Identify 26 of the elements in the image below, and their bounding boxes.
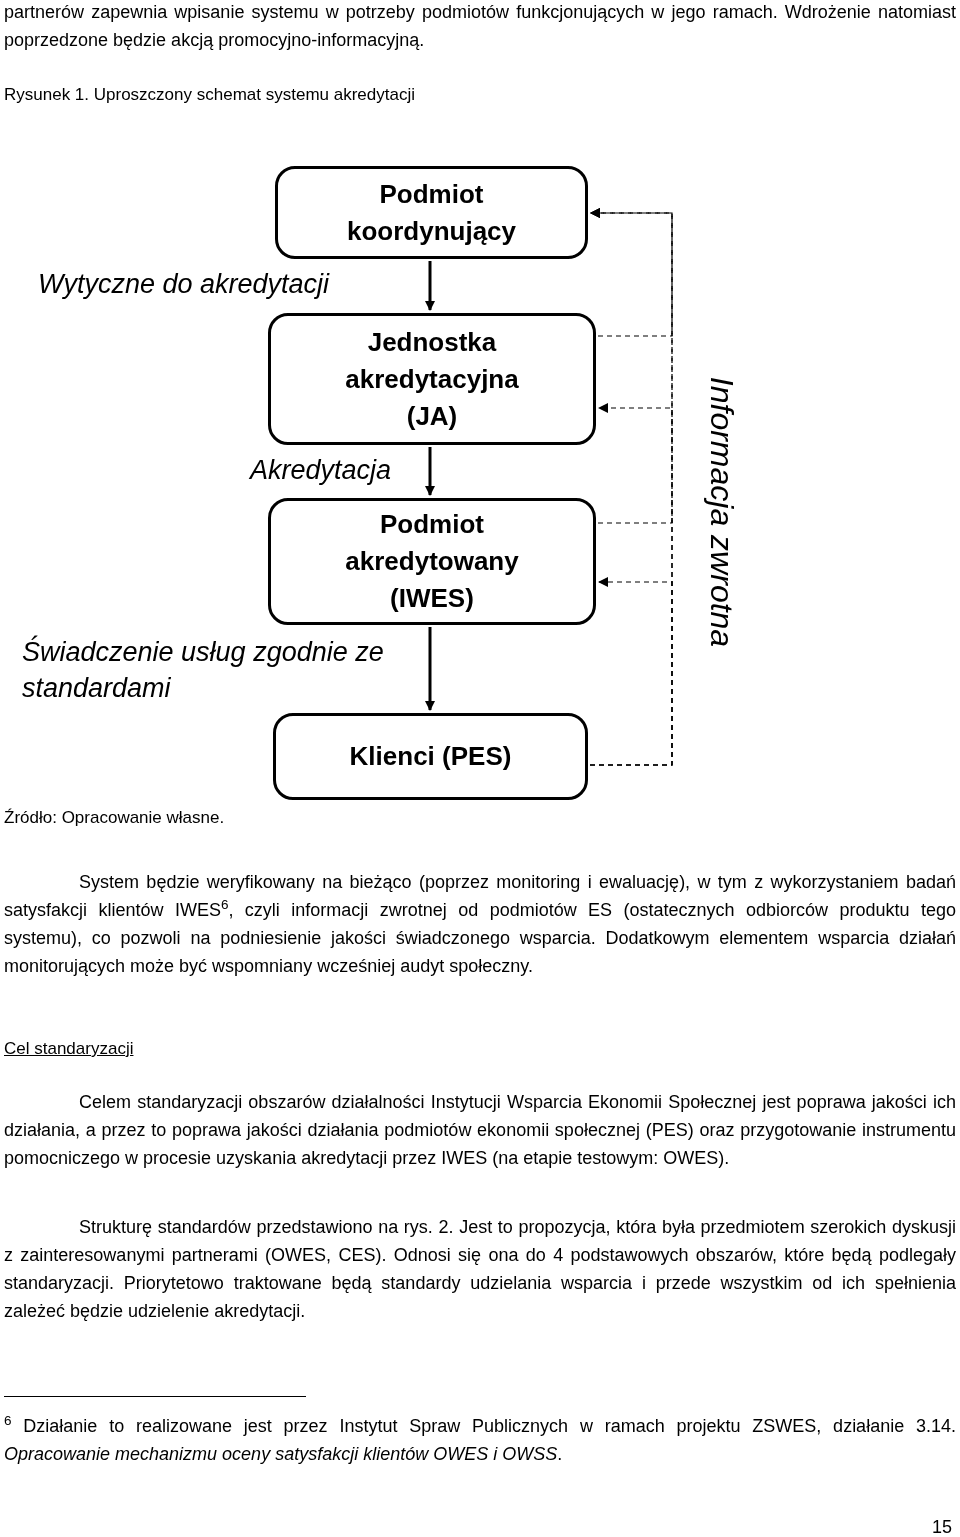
process-box bbox=[268, 498, 596, 625]
dashed-arrow bbox=[590, 208, 673, 524]
body-paragraph: Celem standaryzacji obszarów działalności Instytucji Wsparcia Ekonomii Społecznej jest poprawa jakości ich działania, a przez to poprawa jakości działania podmiotów ekonomii społecznej (PES) oraz przygotowanie instrumentu pomocniczego w procesie uzyskania akredytacji przez IWES (na etapie testowym: OWES). bbox=[4, 1091, 956, 1170]
box-label: Jednostka akredytacyjna (JA) bbox=[344, 325, 520, 433]
body-paragraph: partnerów zapewnia wpisanie systemu w potrzeby podmiotów funkcjonujących w jego ramach. Wdrożenie natomiast poprzedzone będzie akcją promocyjno-informacyjną. bbox=[4, 1, 956, 52]
process-box bbox=[273, 713, 588, 800]
section-heading: Cel standaryzacji bbox=[4, 1038, 134, 1060]
process-box bbox=[268, 313, 596, 445]
edge-label: Świadczenie usług zgodnie ze standardami bbox=[22, 634, 385, 705]
arrow bbox=[425, 627, 435, 711]
edge-label: Akredytacja bbox=[250, 454, 393, 487]
arrow bbox=[425, 447, 435, 496]
figure-source: Źródło: Opracowanie własne. bbox=[4, 807, 225, 829]
body-paragraph: System będzie weryfikowany na bieżąco (poprzez monitoring i ewaluację), w tym z wykorzystaniem badań satysfakcji klientów IWES$^{6}$, czyli informacji zwrotnej od podmiotów ES (ostatecznych odbiorców produktu tego systemu), co pozwoli na podniesienie jakości świadczonego wsparcia. Dodatkowym elementem wsparcia działań monitorujących może być wspomniany wcześniej audyt społeczny. bbox=[4, 871, 956, 978]
arrow bbox=[425, 261, 435, 311]
dashed-arrow bbox=[589, 577, 673, 766]
page-number: 15 bbox=[932, 1516, 953, 1537]
footnote: $^{6}$ Działanie to realizowane jest przez Instytut Spraw Publicznych w ramach projektu ZSWES, działanie 3.14. Opracowanie mechanizmu oceny satysfakcji klientów OWES i OWSS. bbox=[4, 1412, 956, 1466]
side-label: Informacja zwrotna bbox=[703, 375, 741, 650]
box-label: Podmiot akredytowany (IWES) bbox=[344, 508, 520, 615]
box-label: Klienci (PES) bbox=[349, 740, 512, 773]
box-label: Podmiot koordynujący bbox=[345, 177, 518, 248]
figure-title: Rysunek 1. Uproszczony schemat systemu akredytacji bbox=[4, 84, 415, 106]
body-paragraph: Strukturę standardów przedstawiono na rys. 2. Jest to propozycja, która była przedmiotem szerokich dyskusji z zainteresowanymi partnerami (OWES, CES). Odnosi się ona do 4 podstawowych obszarów, które będą podlegały standaryzacji. Priorytetowo traktowane będą standardy udzielania wsparcia i przede wszystkim od ich spełnienia zależeć będzie udzielenie akredytacji. bbox=[4, 1216, 956, 1323]
process-box bbox=[275, 166, 588, 259]
edge-label: Wytyczne do akredytacji bbox=[38, 268, 331, 301]
